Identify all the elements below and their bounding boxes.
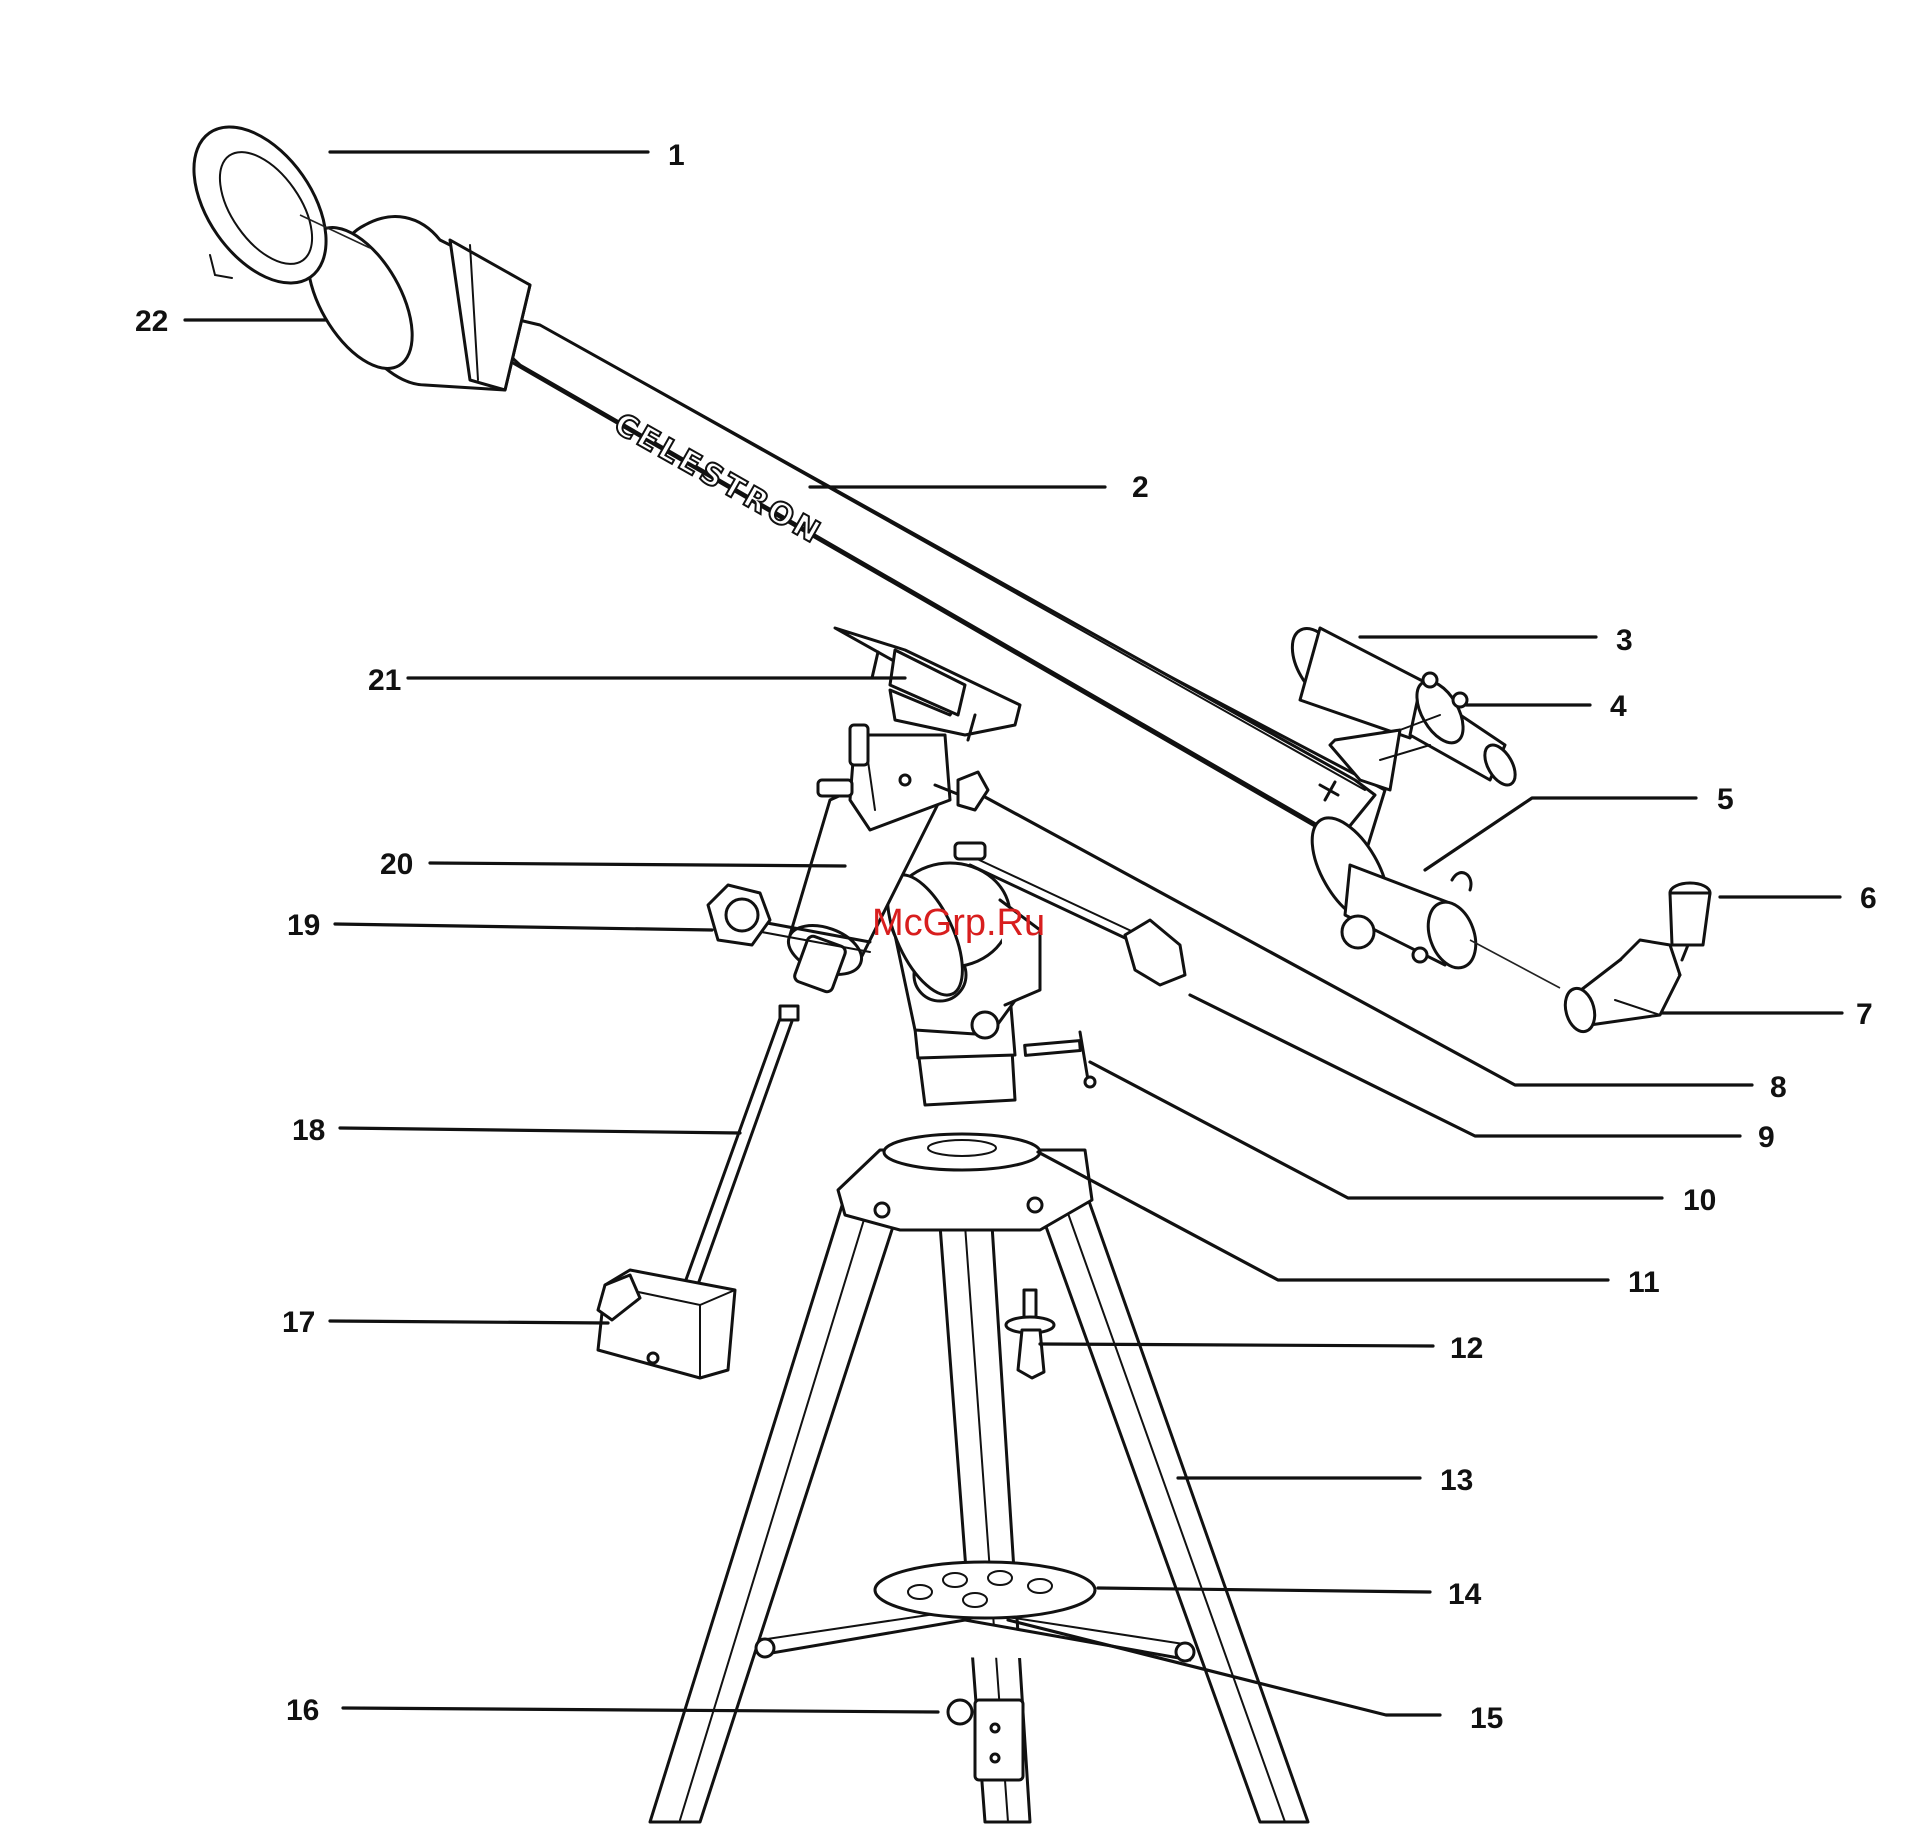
eyepiece (1670, 883, 1710, 960)
callout-19: 19 (287, 909, 320, 942)
callout-14: 14 (1448, 1578, 1482, 1611)
leader-20 (430, 863, 845, 866)
callout-1: 1 (668, 139, 685, 172)
callout-20: 20 (380, 848, 413, 881)
leg-lock-knob (948, 1700, 1023, 1780)
spreader-arms (760, 1620, 1190, 1660)
callout-4: 4 (1610, 690, 1627, 723)
leader-18 (340, 1128, 740, 1133)
watermark-text: McGrp.Ru (872, 902, 1045, 944)
leader-11 (1038, 1152, 1608, 1280)
accessory-tray (875, 1562, 1095, 1618)
counterweight-shaft (683, 1006, 798, 1290)
leader-16 (343, 1708, 938, 1712)
callout-7: 7 (1856, 998, 1873, 1031)
leader-19 (335, 924, 712, 930)
latitude-bolt (1025, 1032, 1095, 1087)
callout-3: 3 (1616, 624, 1633, 657)
mounting-bracket (835, 628, 1020, 740)
tripod-leg-right (1040, 1190, 1308, 1822)
callout-2: 2 (1132, 471, 1149, 504)
leader-10 (1090, 1062, 1662, 1198)
callout-9: 9 (1758, 1121, 1775, 1154)
leader-14 (1098, 1588, 1430, 1592)
leader-12 (1040, 1344, 1433, 1346)
leader-5 (1425, 798, 1696, 870)
callout-10: 10 (1683, 1184, 1716, 1217)
callout-18: 18 (292, 1114, 325, 1147)
callout-13: 13 (1440, 1464, 1473, 1497)
focuser (1297, 806, 1485, 975)
callout-12: 12 (1450, 1332, 1483, 1365)
callout-6: 6 (1860, 882, 1877, 915)
callout-5: 5 (1717, 783, 1734, 816)
callout-21: 21 (368, 664, 401, 697)
leader-17 (330, 1321, 608, 1323)
callout-11: 11 (1628, 1266, 1660, 1299)
counterweight (598, 1270, 735, 1378)
star-diagonal (1561, 940, 1680, 1035)
callout-22: 22 (135, 305, 168, 338)
tripod-center-bolt (1006, 1290, 1054, 1378)
callout-8: 8 (1770, 1071, 1787, 1104)
callout-16: 16 (286, 1694, 319, 1727)
callout-17: 17 (282, 1306, 315, 1339)
callout-15: 15 (1470, 1702, 1503, 1735)
